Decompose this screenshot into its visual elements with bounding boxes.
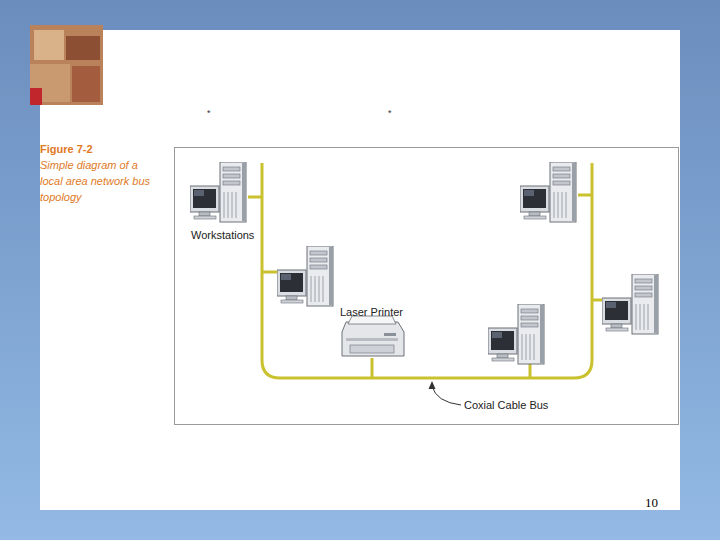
figure-caption: Simple diagram of a local area network b… <box>40 157 162 205</box>
page-number: 10 <box>645 495 658 511</box>
workstation <box>520 162 576 222</box>
coaxial-bus <box>248 163 602 378</box>
workstation-label: Workstations <box>191 229 254 241</box>
mark-asterisk: * <box>207 108 211 118</box>
figure-frame <box>175 148 679 425</box>
leader-arrow <box>429 381 462 405</box>
workstation <box>488 304 544 364</box>
workstation <box>602 274 658 334</box>
printer-label: Laser Printer <box>340 306 403 318</box>
workstation <box>190 162 246 222</box>
laser-printer <box>342 316 404 356</box>
logo-image <box>30 25 103 105</box>
workstation <box>277 246 333 306</box>
figure-number: Figure 7-2 <box>40 143 93 155</box>
bus-label: Coxial Cable Bus <box>464 399 548 411</box>
mark-asterisk: * <box>388 108 392 118</box>
